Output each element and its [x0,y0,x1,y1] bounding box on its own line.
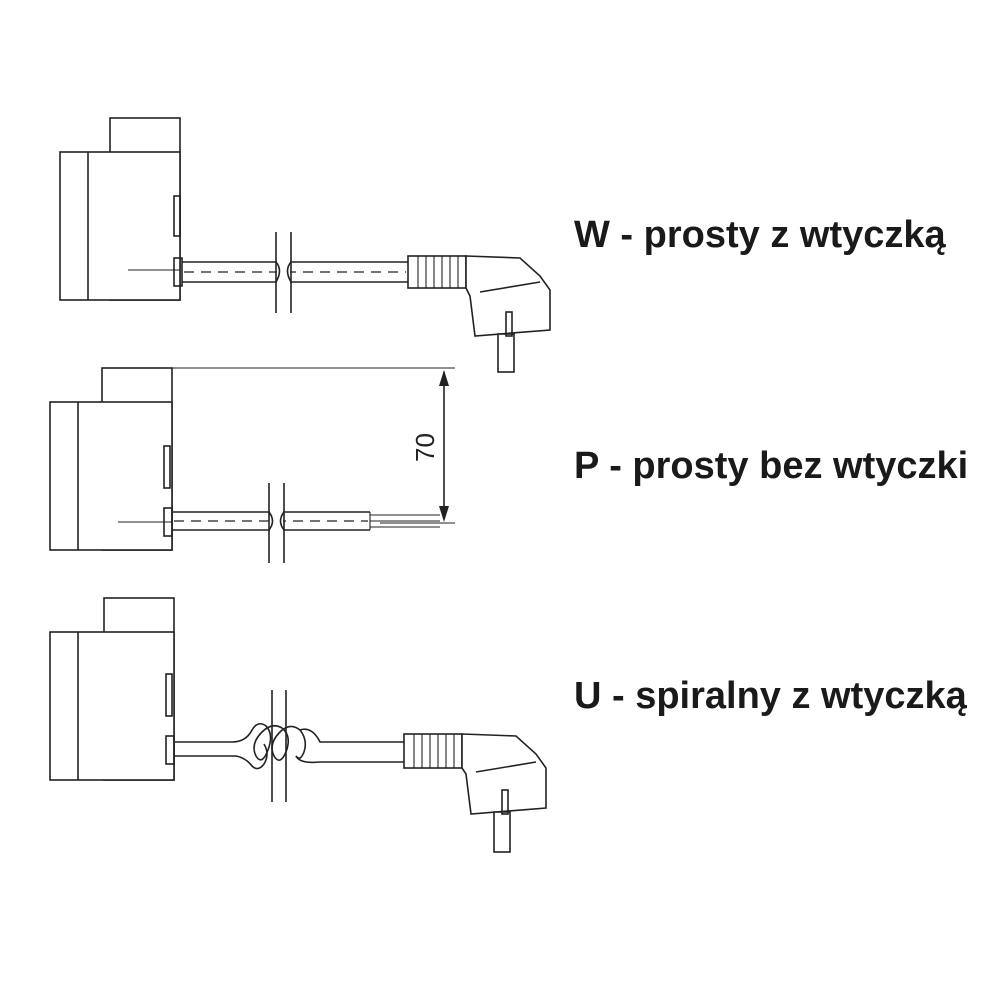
straight-cable [182,261,408,283]
schuko-plug [403,733,547,853]
variant-p-drawing: 70 [49,367,455,563]
wall-break-lines [275,232,292,313]
dimension-label: 70 [410,433,440,462]
variant-w-drawing [59,117,551,373]
spiral-cable [174,722,404,770]
schuko-plug [407,255,551,373]
variant-p-label: P - prosty bez wtyczki [574,445,969,487]
wall-break-lines [271,690,287,802]
variant-u-label: U - spiralny z wtyczką [574,675,967,717]
variant-w-label: W - prosty z wtyczką [574,214,946,256]
straight-cable-bare-ends [172,511,440,531]
controller-housing [59,117,183,301]
wall-break-lines [268,483,285,563]
variant-u-drawing [49,597,547,853]
controller-housing [49,597,175,781]
dimension-70: 70 [380,370,455,524]
controller-housing [49,367,173,551]
